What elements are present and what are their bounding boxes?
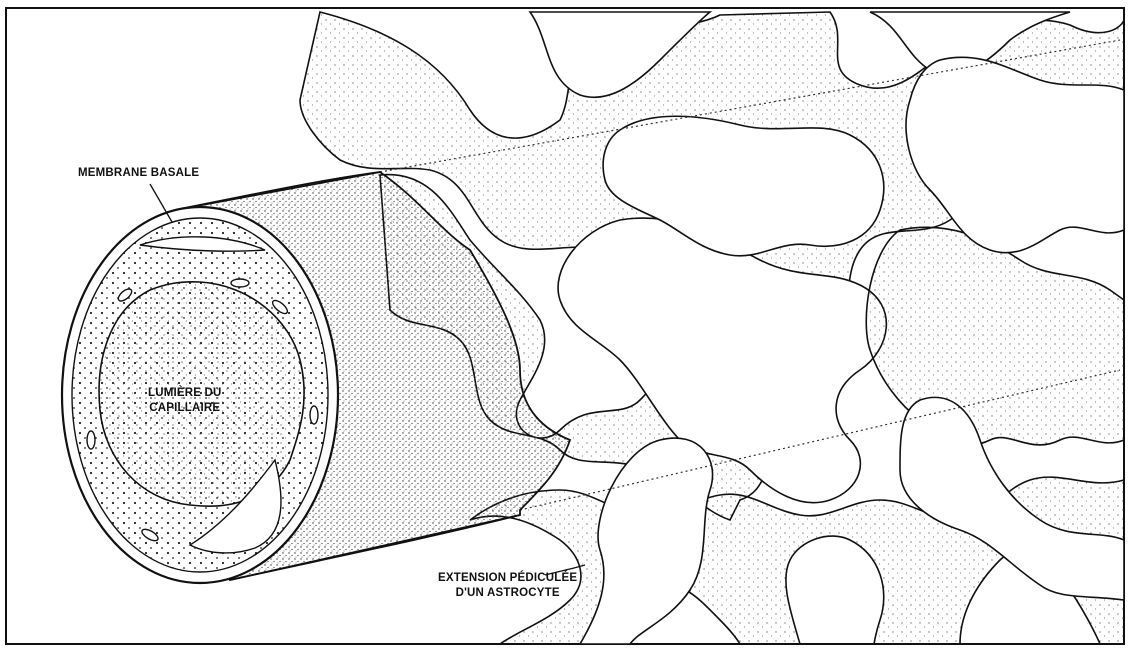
extension-astrocyte-label: EXTENSION PÉDICULÉE D'UN ASTROCYTE bbox=[438, 571, 577, 601]
lumiere-line1: LUMIÈRE DU bbox=[148, 386, 222, 401]
membrane-basale-label: MEMBRANE BASALE bbox=[78, 166, 199, 181]
extension-line1: EXTENSION PÉDICULÉE bbox=[438, 571, 577, 586]
extension-line2: D'UN ASTROCYTE bbox=[438, 586, 577, 601]
lumiere-capillaire-label: LUMIÈRE DU CAPILLAIRE bbox=[148, 386, 222, 416]
lumiere-line2: CAPILLAIRE bbox=[148, 401, 222, 416]
